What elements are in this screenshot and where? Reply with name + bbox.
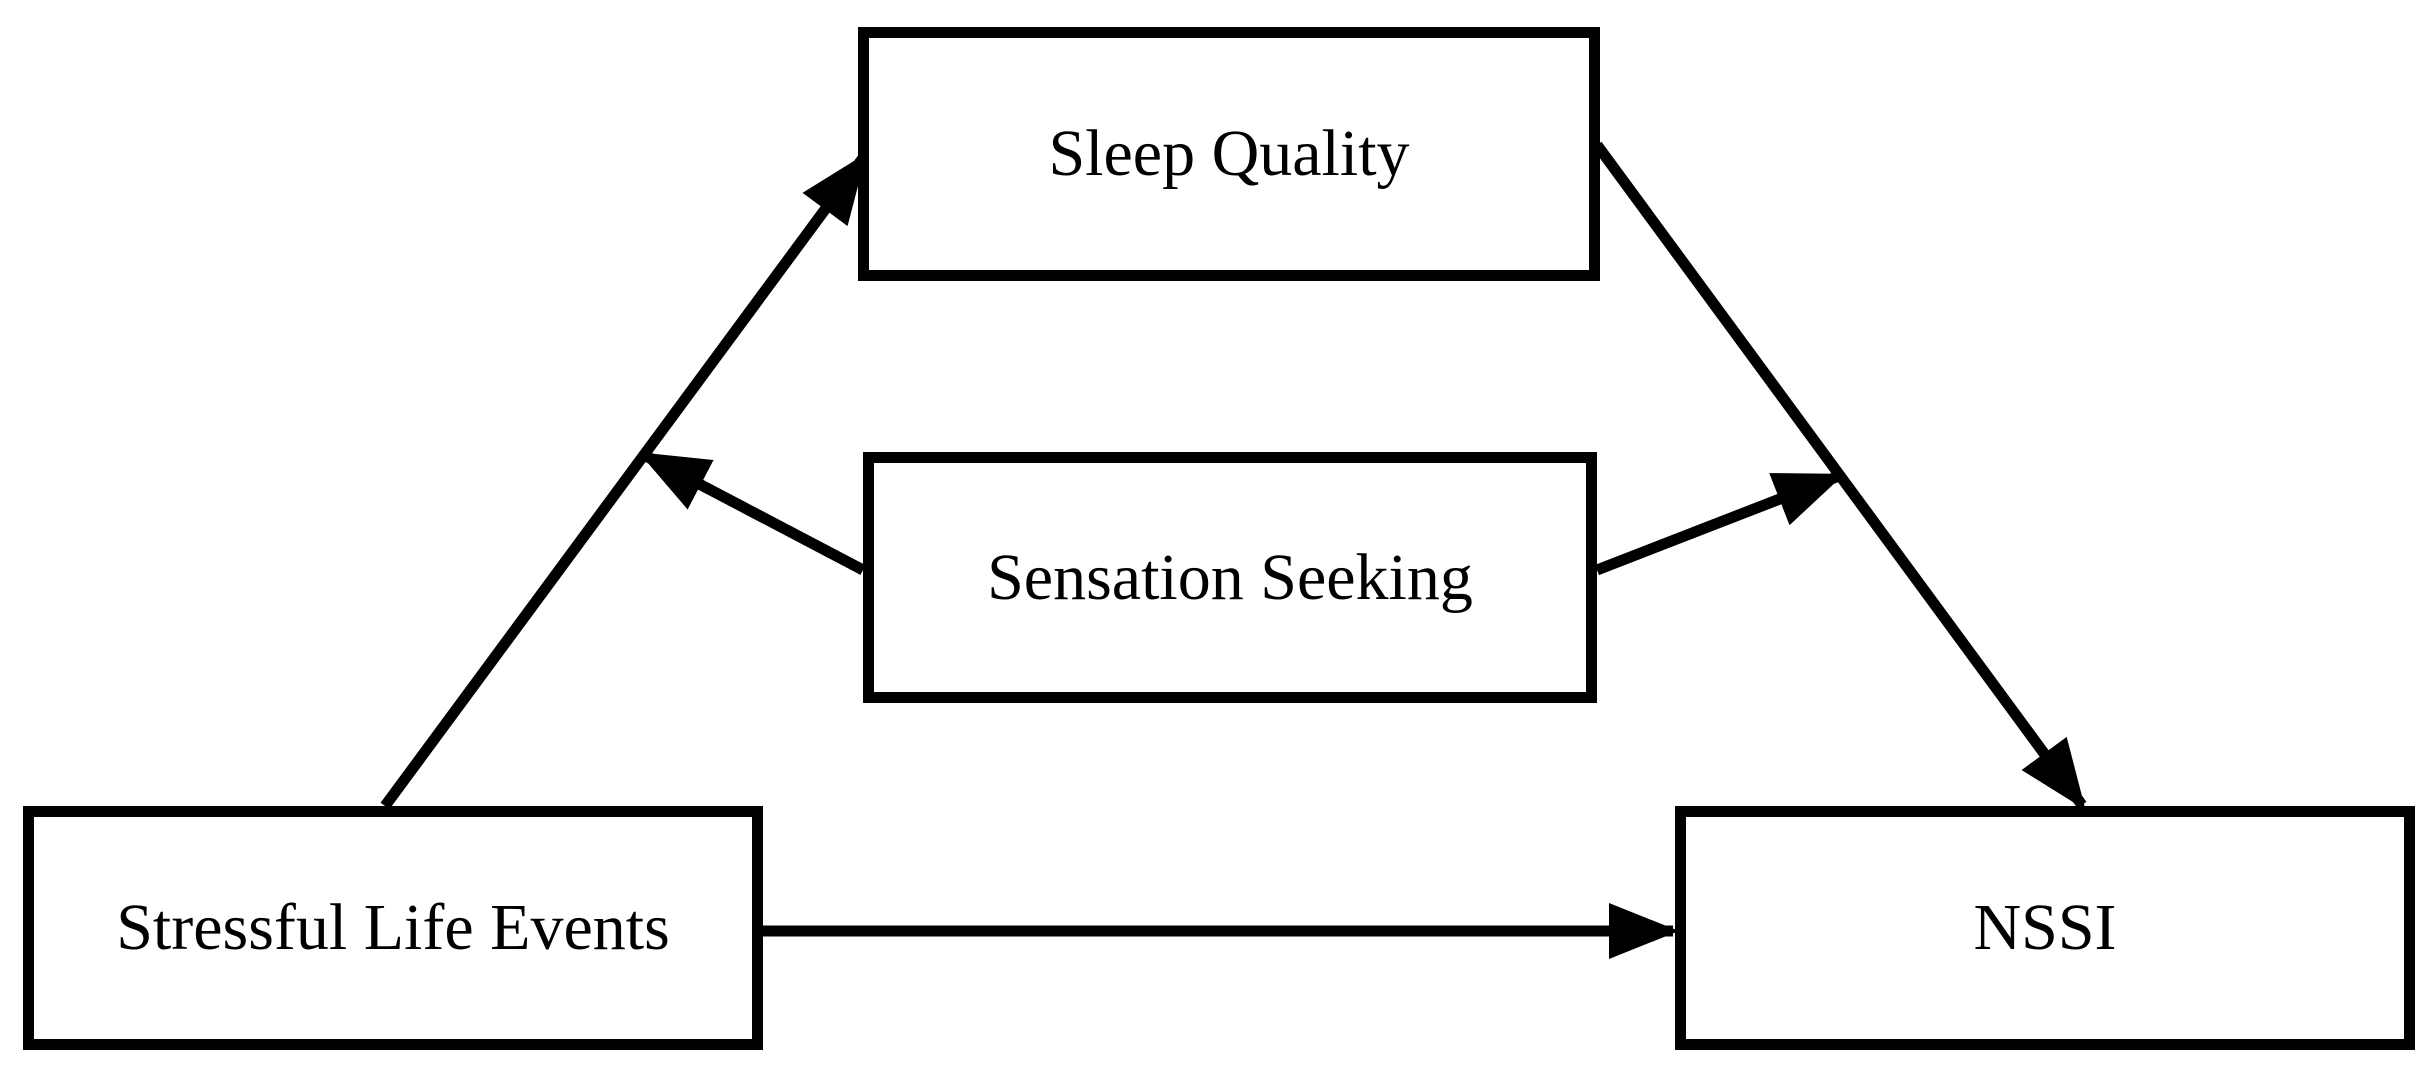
node-sleep-quality: Sleep Quality — [858, 27, 1600, 281]
node-nssi: NSSI — [1675, 806, 2415, 1050]
node-sleep-quality-label: Sleep Quality — [1048, 117, 1410, 190]
node-stressful-life-events: Stressful Life Events — [23, 806, 763, 1050]
arrow-sle-to-sleep-quality — [380, 153, 868, 810]
arrow-sleep-quality-to-nssi — [1592, 141, 2087, 810]
arrow-sensation-seeking-to-a-path — [638, 450, 866, 575]
node-sensation-seeking: Sensation Seeking — [863, 452, 1597, 703]
node-stressful-life-events-label: Stressful Life Events — [116, 891, 670, 964]
arrow-sensation-seeking-to-b-path — [1595, 470, 1845, 576]
node-nssi-label: NSSI — [1973, 891, 2117, 964]
node-sensation-seeking-label: Sensation Seeking — [987, 540, 1473, 614]
